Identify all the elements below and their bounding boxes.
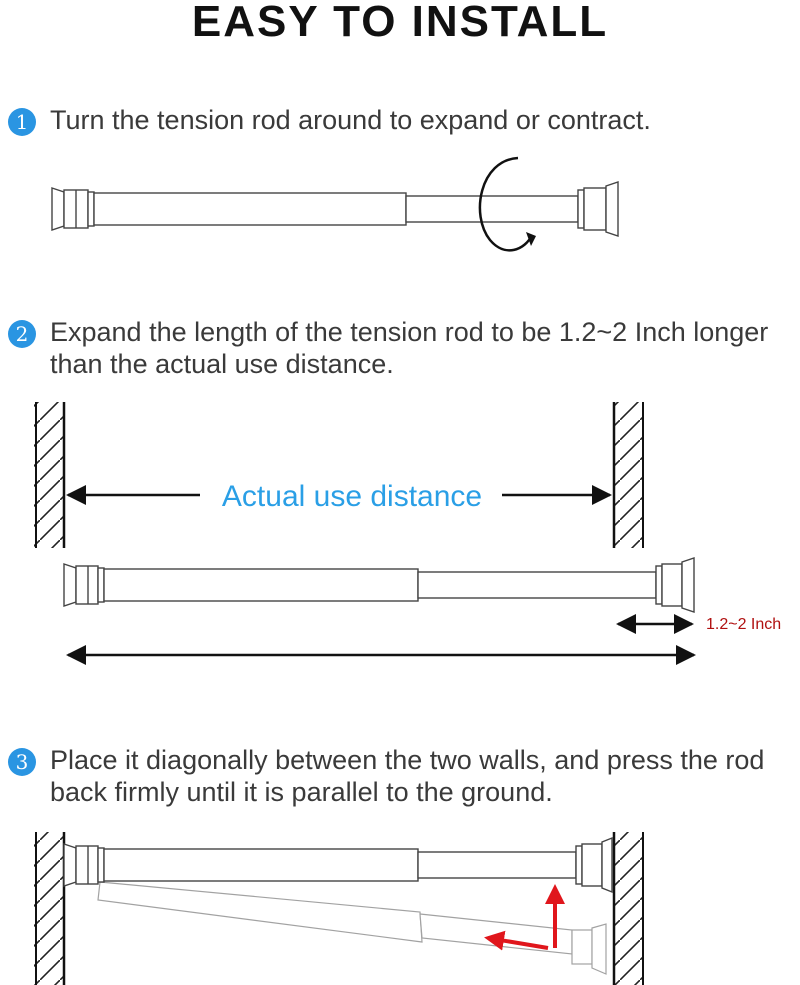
actual-distance-label: Actual use distance — [222, 480, 482, 513]
step-2-text: Expand the length of the tension rod to … — [50, 317, 769, 379]
step-2-badge: 2 — [8, 320, 36, 348]
page-title: EASY TO INSTALL — [191, 0, 609, 46]
step-3-diagonal-rod — [97, 881, 607, 975]
step-3-rod — [63, 836, 613, 894]
step-3-badge: 3 — [8, 748, 36, 776]
step-1-rod — [51, 181, 619, 237]
extra-length-label: 1.2~2 Inch — [706, 616, 781, 633]
rotate-arrow-icon — [478, 156, 536, 252]
step-3-right-wall — [612, 832, 644, 985]
step-1-text: Turn the tension rod around to expand or… — [50, 105, 651, 135]
step-3-left-wall — [34, 832, 66, 985]
step-1-badge: 1 — [8, 108, 36, 136]
step-2-right-wall — [612, 402, 644, 548]
press-left-arrow-icon — [484, 930, 549, 951]
step-2-left-wall — [34, 402, 66, 548]
step-3-text: Place it diagonally between the two wall… — [50, 745, 765, 807]
step-2-rod — [63, 557, 695, 613]
